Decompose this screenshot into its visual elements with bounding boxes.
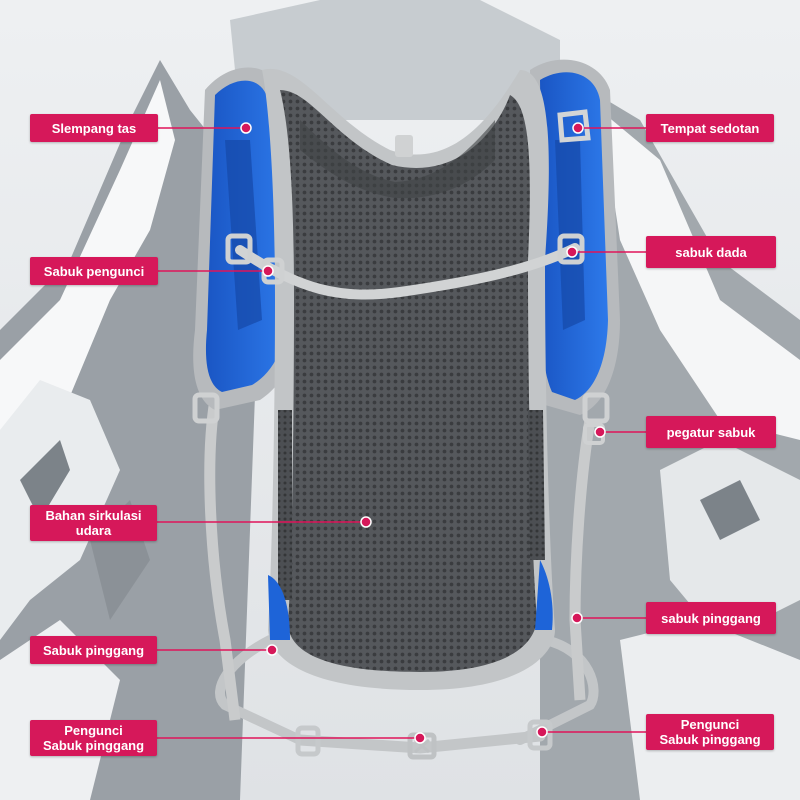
label-straw-holder: Tempat sedotan [646,114,774,142]
label-breathable-material-line1: Bahan sirkulasi [45,508,142,523]
backpack [192,59,620,760]
label-shoulder-strap-text: Slempang tas [51,120,137,136]
label-waist-belt-left-text: Sabuk pinggang [42,642,145,658]
label-waist-belt-left: Sabuk pinggang [30,636,157,664]
label-straw-holder-text: Tempat sedotan [660,120,760,136]
label-waist-buckle-left: Pengunci Sabuk pinggang [30,720,157,756]
label-waist-buckle-right-line1: Pengunci [680,717,740,732]
label-strap-adjuster: pegatur sabuk [646,416,776,448]
label-waist-buckle-right-line2: Sabuk pinggang [659,732,761,747]
label-shoulder-strap: Slempang tas [30,114,158,142]
label-chest-strap: sabuk dada [646,236,776,268]
leader-lines [157,122,646,744]
label-waist-belt-right-text: sabuk pinggang [661,610,761,626]
label-waist-buckle-left-line2: Sabuk pinggang [42,738,145,753]
label-strap-adjuster-text: pegatur sabuk [666,424,756,440]
label-waist-buckle-left-line1: Pengunci [64,723,123,738]
label-breathable-material: Bahan sirkulasi udara [30,505,157,541]
label-waist-belt-right: sabuk pinggang [646,602,776,634]
label-waist-buckle-right: Pengunci Sabuk pinggang [646,714,774,750]
label-breathable-material-line2: udara [75,523,112,538]
label-lock-strap: Sabuk pengunci [30,257,158,285]
label-chest-strap-text: sabuk dada [675,244,747,260]
label-lock-strap-text: Sabuk pengunci [43,263,145,279]
